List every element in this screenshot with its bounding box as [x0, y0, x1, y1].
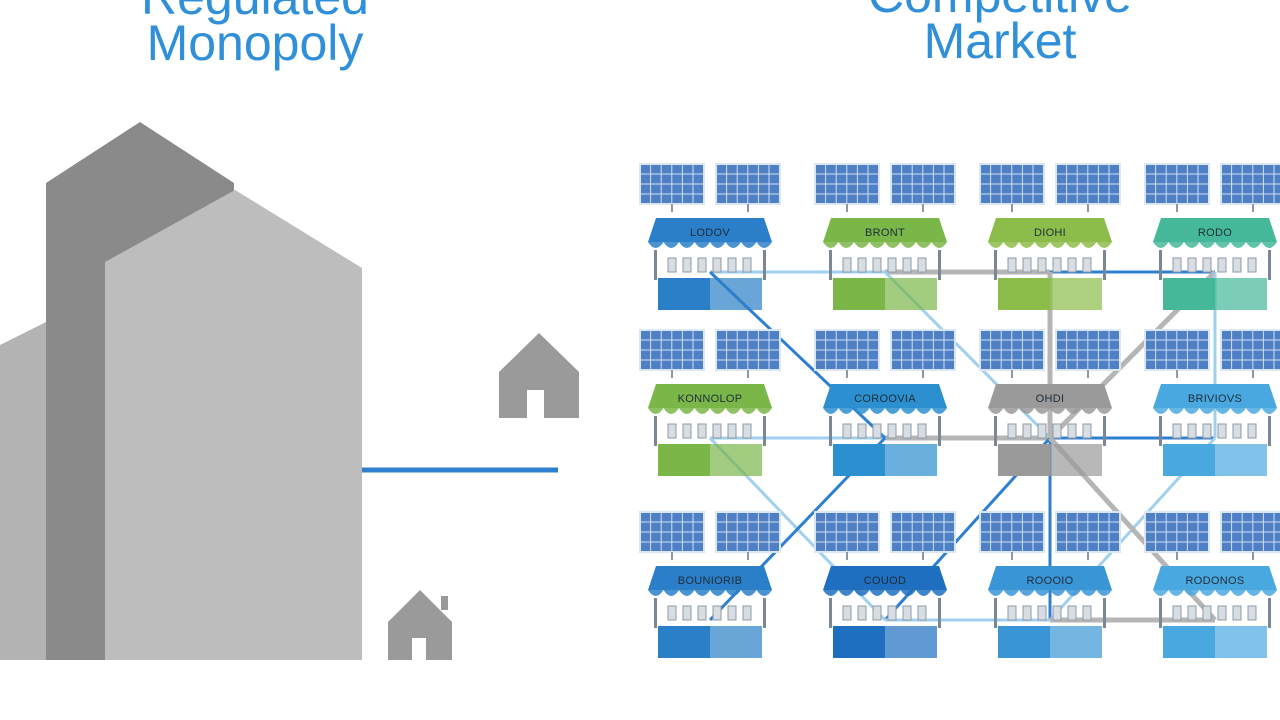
house-icon	[499, 333, 579, 418]
stall-sign: ROOOIO	[1026, 575, 1073, 587]
stall-sign: COUOD	[864, 575, 906, 587]
stall-sign: BRONT	[865, 227, 905, 239]
market-stall: COUOD	[823, 566, 947, 658]
solar-panel-icon	[1144, 329, 1210, 378]
solar-panel-icon	[715, 329, 781, 378]
solar-panel-icon	[814, 511, 880, 560]
solar-panel-icon	[1055, 163, 1121, 212]
solar-panel-icon	[979, 511, 1045, 560]
competitive-market-title: Competitive Market	[820, 0, 1180, 69]
market-stalls: LODOV BRONT DIOHI RODO KONNOLOP COROOVIA OHDI B…	[648, 218, 1277, 658]
stall-sign: RODONOS	[1186, 575, 1245, 587]
stall-sign: LODOV	[690, 227, 730, 239]
solar-panel-icon	[639, 163, 705, 212]
market-network-lines	[708, 269, 1217, 623]
monopoly-buildings	[0, 122, 362, 660]
title-left-line2: Monopoly	[146, 15, 364, 71]
solar-panel-icon	[639, 511, 705, 560]
market-stall: LODOV	[648, 218, 772, 310]
market-stall: ROOOIO	[988, 566, 1112, 658]
solar-panel-icon	[1220, 329, 1280, 378]
market-stall: KONNOLOP	[648, 384, 772, 476]
market-stall: BRIVIOVS	[1153, 384, 1277, 476]
title-right-line2: Market	[923, 13, 1077, 69]
stall-sign: BOUNIORIB	[678, 575, 742, 587]
monopoly-building-front	[105, 190, 362, 660]
solar-panel-icon	[1144, 163, 1210, 212]
solar-panel-icon	[715, 511, 781, 560]
house-icon	[388, 590, 452, 660]
stall-sign: OHDI	[1036, 393, 1065, 405]
solar-panel-icon	[1144, 511, 1210, 560]
solar-panel-icon	[639, 329, 705, 378]
solar-panel-icon	[890, 511, 956, 560]
market-stall: BOUNIORIB	[648, 566, 772, 658]
market-stall: RODO	[1153, 218, 1277, 310]
market-stall: DIOHI	[988, 218, 1112, 310]
solar-panel-icon	[979, 163, 1045, 212]
stall-sign: COROOVIA	[854, 393, 916, 405]
market-stall: BRONT	[823, 218, 947, 310]
regulated-monopoly-title: Regulated Monopoly	[100, 0, 410, 71]
solar-panel-icon	[1055, 511, 1121, 560]
title-right-line1: Competitive	[820, 0, 1180, 20]
solar-panel-icon	[890, 329, 956, 378]
solar-panel-icon	[814, 329, 880, 378]
market-stall: COROOVIA	[823, 384, 947, 476]
solar-panels	[639, 163, 1280, 560]
solar-panel-icon	[1220, 163, 1280, 212]
solar-panel-icon	[1220, 511, 1280, 560]
solar-panel-icon	[715, 163, 781, 212]
solar-panel-icon	[890, 163, 956, 212]
market-stall: OHDI	[988, 384, 1112, 476]
stall-sign: RODO	[1198, 227, 1232, 239]
title-left-line1: Regulated	[100, 0, 410, 22]
monopoly-building-back	[0, 320, 50, 660]
solar-panel-icon	[979, 329, 1045, 378]
stall-sign: BRIVIOVS	[1188, 393, 1242, 405]
solar-panel-icon	[814, 163, 880, 212]
solar-panel-icon	[1055, 329, 1121, 378]
market-stall: RODONOS	[1153, 566, 1277, 658]
stall-sign: KONNOLOP	[678, 393, 743, 405]
stall-sign: DIOHI	[1034, 227, 1066, 239]
